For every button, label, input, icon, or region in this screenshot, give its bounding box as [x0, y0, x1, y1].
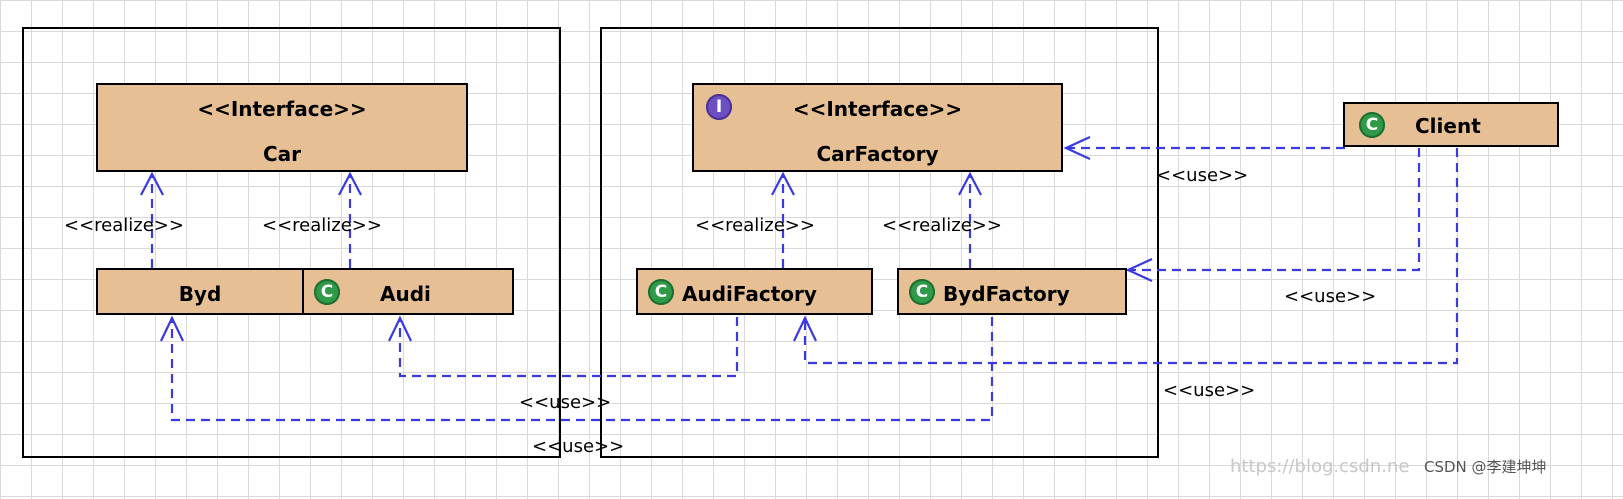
arrowhead-audi-car [338, 171, 362, 196]
audi-name: Audi [380, 282, 431, 306]
watermark-credit: CSDN @李建坤坤 [1424, 458, 1547, 476]
bydfactory-name: BydFactory [943, 282, 1070, 306]
client-class-box[interactable]: C Client [1343, 102, 1559, 147]
package-right [600, 27, 1159, 458]
arrowhead-audifactory-audi [388, 315, 412, 342]
arrowhead-bydfactory-byd [160, 315, 184, 342]
car-interface-box[interactable]: <<Interface>> Car [96, 83, 468, 172]
realize-label: <<realize>> [64, 215, 184, 236]
use-label: <<use>> [1284, 286, 1377, 307]
watermark-url: https://blog.csdn.ne [1230, 456, 1410, 477]
use-label: <<use>> [1156, 165, 1249, 186]
use-line-audifactory-audi [398, 317, 739, 378]
client-name: Client [1415, 114, 1481, 138]
realize-label: <<realize>> [695, 215, 815, 236]
carfactory-interface-box[interactable]: I <<Interface>> CarFactory [692, 83, 1063, 172]
audifactory-name: AudiFactory [682, 282, 817, 306]
bydfactory-class-box[interactable]: C BydFactory [897, 268, 1127, 315]
arrowhead-byd-car [140, 171, 164, 196]
use-line-client-bydfactory [1130, 148, 1421, 272]
carfactory-name: CarFactory [816, 142, 939, 166]
use-label: <<use>> [1163, 380, 1256, 401]
audi-class-box[interactable]: C Audi [302, 268, 514, 315]
carfactory-stereotype: <<Interface>> [792, 97, 963, 121]
use-label: <<use>> [519, 392, 612, 413]
car-stereotype: <<Interface>> [197, 97, 367, 121]
car-name: Car [262, 142, 302, 166]
class-icon: C [314, 279, 340, 305]
interface-icon: I [706, 94, 732, 120]
arrowhead-bydfactory-carfactory [958, 171, 982, 196]
arrowhead-audifactory-carfactory [771, 171, 795, 196]
class-icon: C [648, 279, 674, 305]
package-left [22, 27, 561, 458]
byd-name: Byd [178, 282, 222, 306]
class-icon: C [1359, 112, 1385, 138]
arrowhead-client-bydfactory [1125, 258, 1153, 282]
arrowhead-client-audifactory [793, 315, 817, 342]
audifactory-class-box[interactable]: C AudiFactory [636, 268, 873, 315]
use-line-bydfactory-byd [170, 317, 994, 422]
class-icon: C [909, 279, 935, 305]
use-label: <<use>> [532, 436, 625, 457]
realize-label: <<realize>> [262, 215, 382, 236]
realize-label: <<realize>> [882, 215, 1002, 236]
arrowhead-client-carfactory [1063, 136, 1091, 160]
use-line-client-audifactory [803, 148, 1459, 365]
byd-class-box[interactable]: Byd [96, 268, 304, 315]
